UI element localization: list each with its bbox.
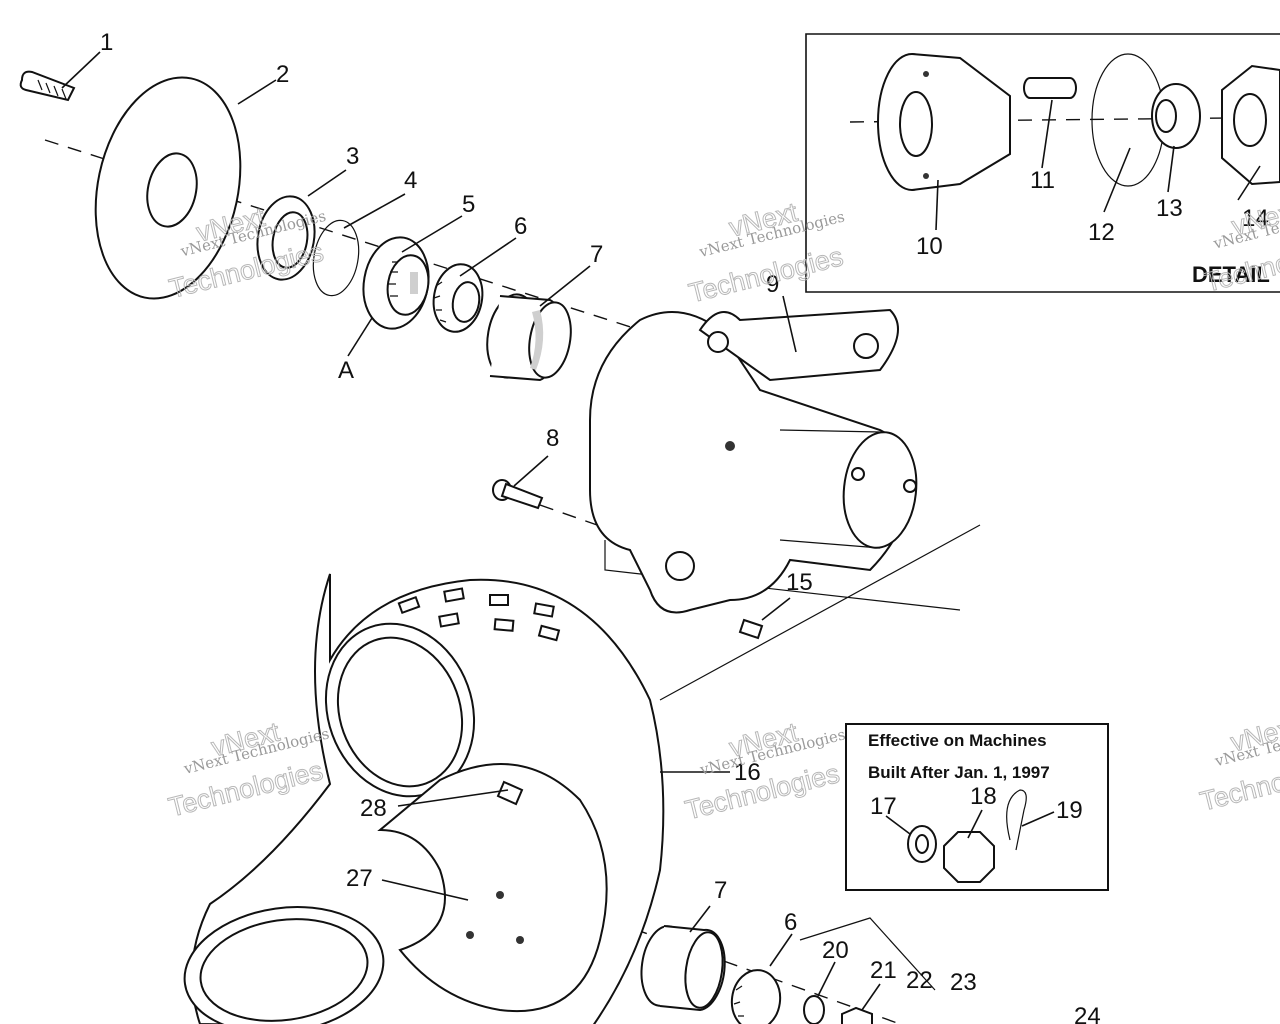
part-15-screw: [738, 618, 764, 640]
callout-18: 18: [970, 783, 997, 810]
callout-6-lower: 6: [784, 909, 797, 936]
part-6-bearing-lower: [730, 969, 782, 1024]
callout-6: 6: [514, 213, 527, 240]
bracket-lines: [604, 524, 981, 701]
watermark-3: vNext Technologies vNext Technologies: [1201, 195, 1280, 298]
part-21-nut: [841, 1006, 873, 1024]
callout-2: 2: [276, 61, 289, 88]
part-18-nut-note: [943, 831, 995, 883]
callout-13: 13: [1156, 195, 1183, 222]
part-13-washer-detail: [1151, 83, 1201, 149]
note-box: [845, 723, 1109, 891]
watermark-6: vNext Technologies vNext Technologies: [1197, 711, 1280, 817]
part-2-disc: [94, 76, 242, 300]
callout-8: 8: [546, 425, 559, 452]
callout-27: 27: [346, 865, 373, 892]
part-20-washer: [803, 995, 825, 1024]
part-7-race: [486, 293, 572, 382]
callout-12: 12: [1088, 219, 1115, 246]
callout-labels: 1 2 3 4 5 6 7 8 9 10 11 12 13 14 15 16 1…: [100, 29, 1269, 1024]
callout-7: 7: [590, 241, 603, 268]
callout-20: 20: [822, 937, 849, 964]
bracket-lower: [799, 917, 936, 991]
callout-10: 10: [916, 233, 943, 260]
callout-7-lower: 7: [714, 877, 727, 904]
detail-box: [805, 33, 1280, 293]
detail-label: DETAIL: [1192, 262, 1270, 287]
part-10-clutch-detail: [877, 53, 1011, 191]
callout-16: 16: [734, 759, 761, 786]
part-8-bolt: [492, 479, 544, 510]
callout-28: 28: [360, 795, 387, 822]
note-line-1: Effective on Machines: [868, 731, 1047, 750]
callout-21: 21: [870, 957, 897, 984]
callout-11: 11: [1030, 167, 1055, 194]
part-7-race-lower: [640, 925, 726, 1012]
part-1-bolt: [19, 70, 76, 102]
callout-15: 15: [786, 569, 813, 596]
part-3-ring: [256, 195, 316, 281]
callout-4: 4: [404, 167, 417, 194]
callout-24: 24: [1074, 1003, 1101, 1024]
part-6-bearing: [432, 263, 484, 333]
part-9-hub: [589, 308, 918, 614]
callout-17: 17: [870, 793, 897, 820]
watermark-5: vNext Technologies vNext Technologies: [682, 716, 847, 825]
callout-19: 19: [1056, 797, 1083, 824]
part-14-nut-detail: [1221, 64, 1280, 186]
watermark-2: vNext Technologies vNext Technologies: [685, 196, 846, 309]
callout-3: 3: [346, 143, 359, 170]
callout-22: 22: [906, 967, 933, 994]
callout-9: 9: [766, 271, 779, 298]
callout-A: A: [338, 357, 354, 384]
callout-5: 5: [462, 191, 475, 218]
axis-line-bolt: [539, 504, 641, 541]
callout-23: 23: [950, 969, 977, 996]
part-4-snap-ring: [312, 219, 360, 297]
part-19-pin-note: [1006, 789, 1027, 851]
part-27-rim: [183, 763, 608, 1024]
part-5-clutch: [362, 236, 430, 330]
callout-1: 1: [100, 29, 113, 56]
callout-14: 14: [1242, 205, 1269, 232]
part-11-pin-detail: [1023, 77, 1077, 99]
leader-lines: [61, 51, 1261, 1011]
note-line-2: Built After Jan. 1, 1997: [868, 763, 1050, 782]
